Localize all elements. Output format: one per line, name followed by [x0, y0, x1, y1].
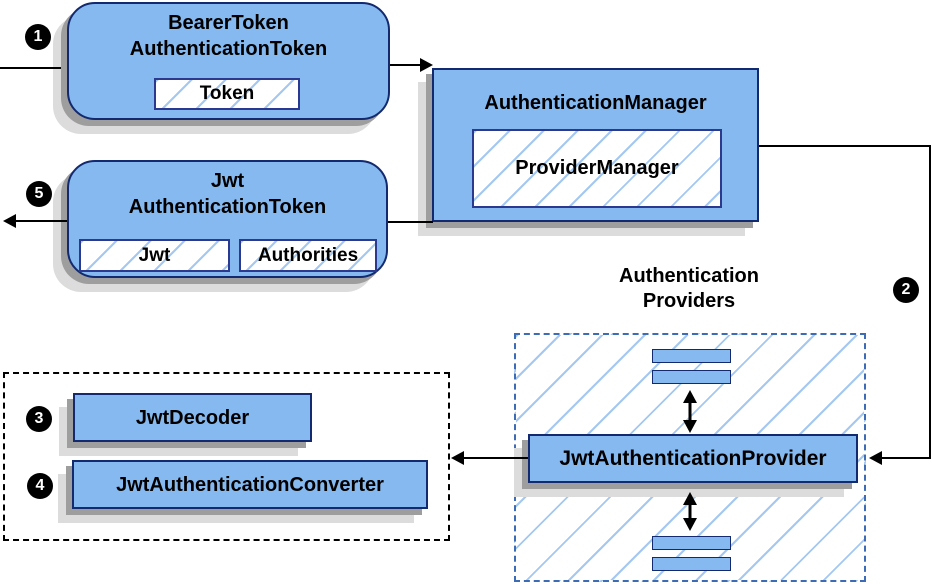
bearer-token-authentication-token-node: BearerToken AuthenticationToken Token — [67, 2, 390, 120]
provider-placeholder-bar — [652, 557, 731, 571]
jwt-authentication-provider-title: JwtAuthenticationProvider — [559, 446, 827, 470]
step-3-badge: 3 — [26, 406, 52, 432]
provider-placeholder-bar — [652, 370, 731, 384]
jwt-authentication-provider-node: JwtAuthenticationProvider — [528, 434, 858, 483]
jwt-authentication-token-title-line1: Jwt — [210, 170, 245, 192]
jwt-authentication-token-node: Jwt AuthenticationToken Jwt Authorities — [67, 160, 388, 278]
step-2-badge: 2 — [893, 277, 919, 303]
resolver-group-box — [3, 372, 450, 541]
token-badge: Token — [154, 78, 300, 110]
provider-placeholder-bar — [652, 536, 731, 550]
jwt-badge-label: Jwt — [138, 244, 171, 266]
jwt-authentication-converter-node: JwtAuthenticationConverter — [72, 460, 428, 509]
jwt-authentication-converter-title: JwtAuthenticationConverter — [116, 473, 384, 496]
authentication-manager-title: AuthenticationManager — [484, 92, 707, 114]
authorities-badge: Authorities — [239, 239, 377, 272]
provider-manager-badge: ProviderManager — [472, 129, 722, 208]
step-5-badge: 5 — [26, 181, 52, 207]
token-badge-label: Token — [199, 83, 255, 104]
arrow-bearer-to-manager — [390, 58, 433, 72]
bearer-token-title-line1: BearerToken — [168, 12, 289, 34]
jwt-authentication-token-title: Jwt AuthenticationToken — [69, 162, 386, 220]
provider-manager-badge-label: ProviderManager — [515, 157, 679, 179]
jwt-authentication-token-title-line2: AuthenticationToken — [128, 196, 327, 218]
jwt-decoder-node: JwtDecoder — [73, 393, 312, 442]
jwt-badge: Jwt — [79, 239, 230, 272]
authentication-providers-label: Authentication Providers — [569, 264, 809, 314]
bearer-token-title-line2: AuthenticationToken — [129, 38, 328, 60]
authentication-providers-label-line1: Authentication — [619, 265, 759, 287]
arrow-jwt-token-outgoing — [3, 214, 67, 228]
bearer-token-title: BearerToken AuthenticationToken — [69, 4, 388, 62]
authentication-manager-node: AuthenticationManager ProviderManager — [432, 68, 759, 222]
provider-placeholder-bar — [652, 349, 731, 363]
step-1-badge: 1 — [25, 24, 51, 50]
authentication-providers-label-line2: Providers — [642, 290, 736, 312]
authorities-badge-label: Authorities — [257, 244, 359, 266]
step-4-badge: 4 — [27, 473, 53, 499]
jwt-decoder-title: JwtDecoder — [135, 406, 250, 429]
